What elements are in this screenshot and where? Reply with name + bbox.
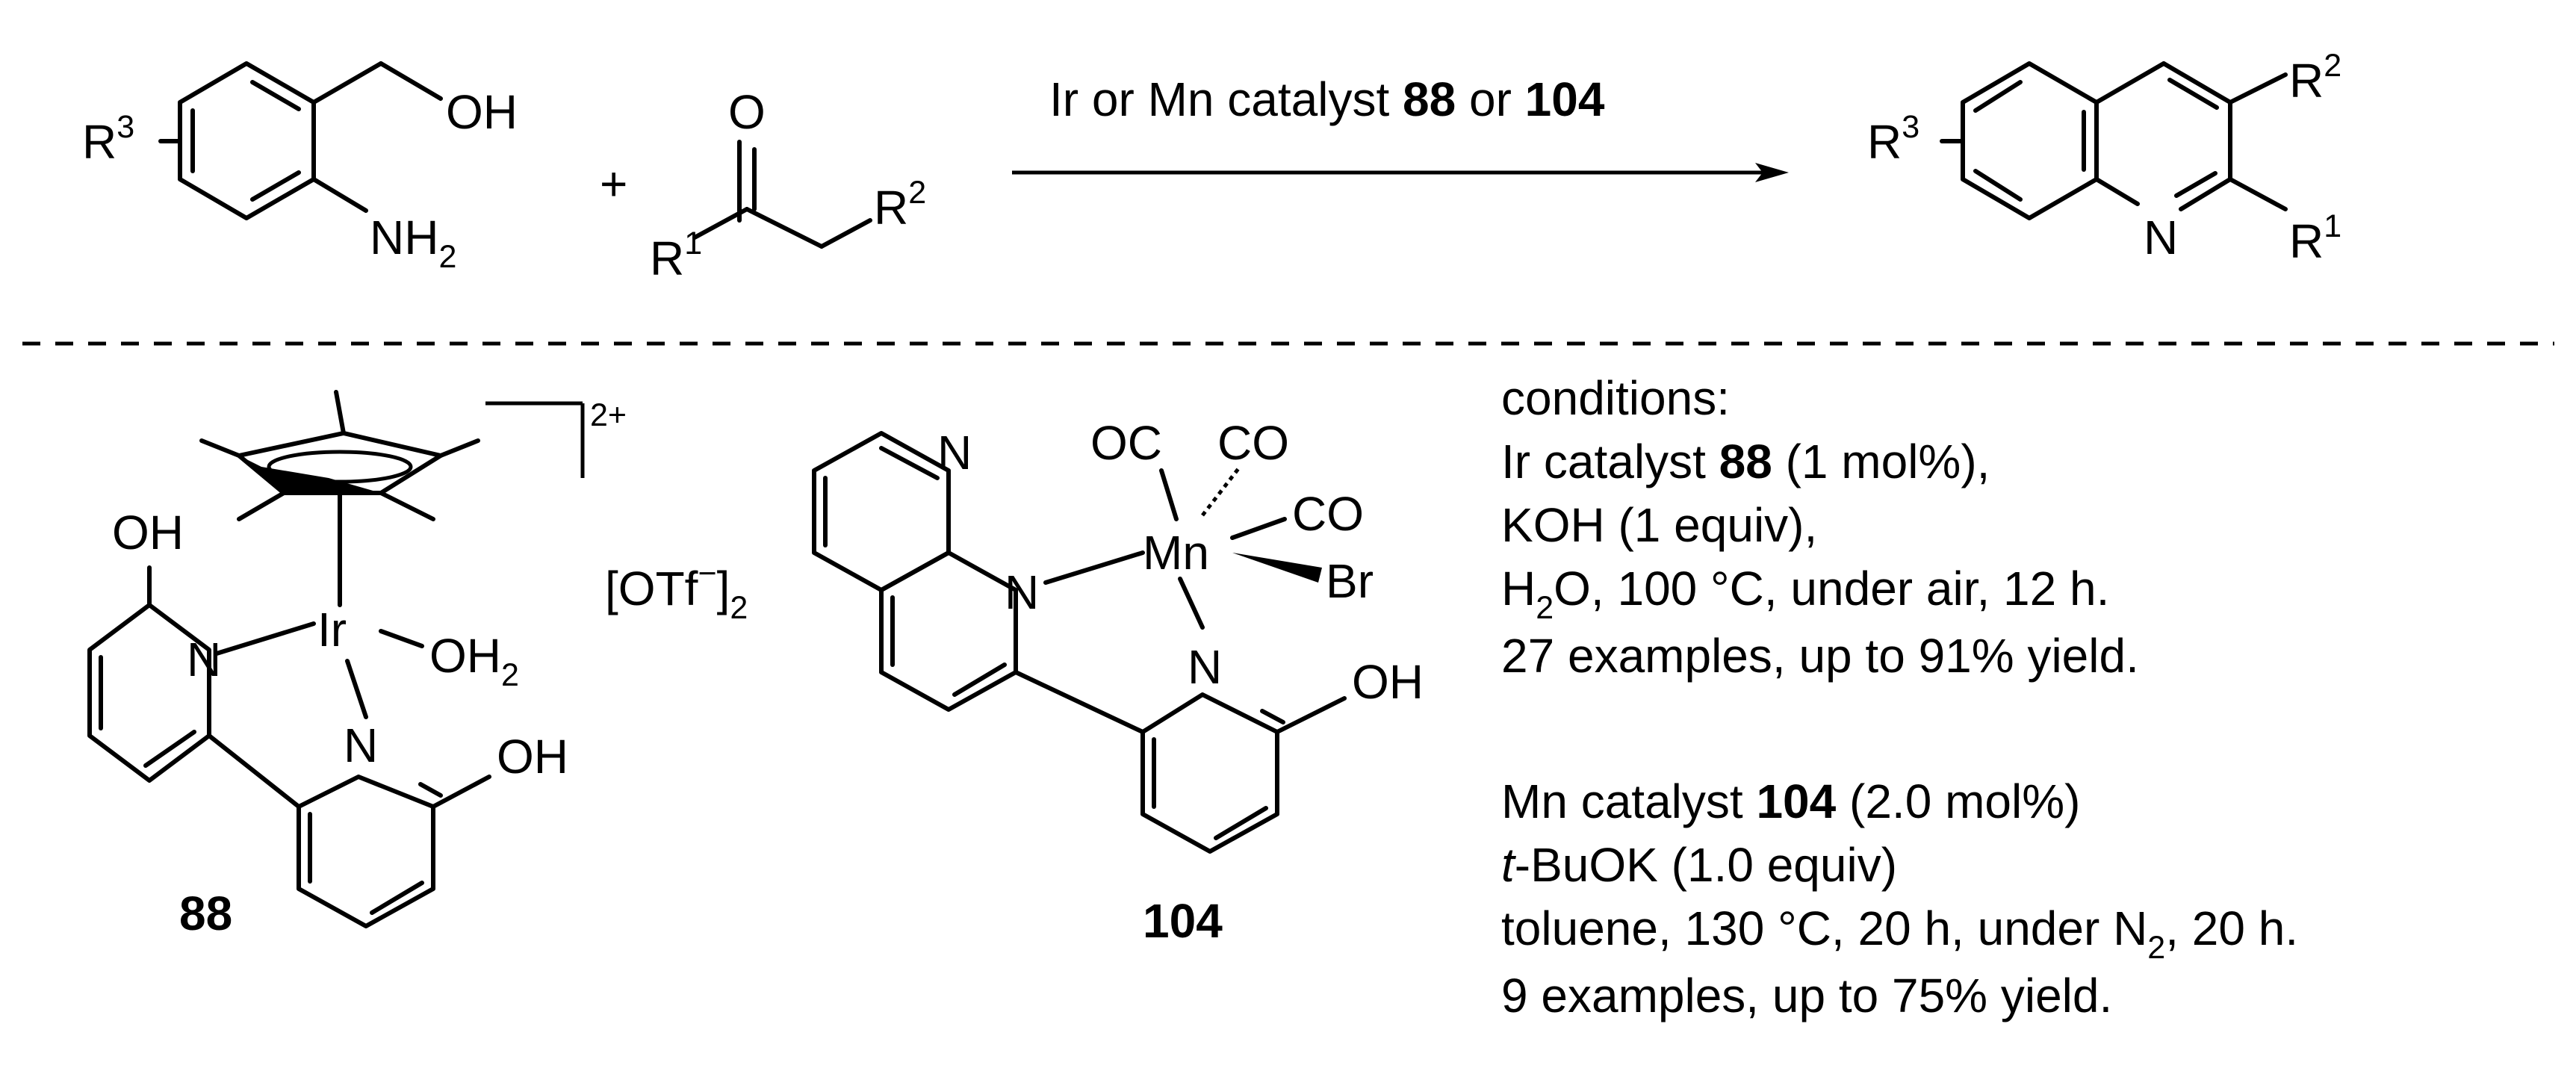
mn-naphthyridine-n1-label: N: [937, 426, 972, 480]
conditions-block: conditions: Ir catalyst 88 (1 mol%), KOH…: [1501, 371, 2298, 1022]
reaction-arrow: [1012, 163, 1789, 182]
mn-oh-label: OH: [1352, 655, 1424, 709]
compound-88-label: 88: [179, 887, 232, 940]
manganese-label: Mn: [1143, 526, 1209, 580]
aqua-ligand-label: OH2: [429, 629, 519, 693]
mn-catalyst-104-structure: N N Mn OC CO CO Br N OH 104: [812, 416, 1424, 948]
complex-charge-label: 2+: [590, 397, 627, 433]
r3-label: R3: [82, 109, 134, 169]
mn-conditions-line-1: Mn catalyst 104 (2.0 mol%): [1501, 775, 2080, 828]
bromide-label: Br: [1326, 554, 1374, 608]
quinoline-structure: N R2 R1 R3: [1867, 48, 2341, 268]
aminobenzyl-alcohol-structure: OH NH2 R3: [82, 61, 518, 275]
mn-conditions-line-4: 9 examples, up to 75% yield.: [1501, 969, 2112, 1022]
mn-co-right-label: CO: [1292, 487, 1364, 541]
amino-label: NH2: [370, 211, 456, 275]
conditions-header: conditions:: [1501, 371, 1730, 425]
product-r2-label: R2: [2289, 48, 2341, 108]
iridium-label: Ir: [317, 603, 347, 657]
r1-label: R1: [650, 226, 702, 285]
product-r1-label: R1: [2289, 208, 2341, 268]
mn-conditions-line-2: t-BuOK (1.0 equiv): [1501, 838, 1897, 892]
ir-ligand-n1-label: N: [187, 633, 221, 686]
ir-conditions-line-2: KOH (1 equiv),: [1501, 498, 1817, 552]
ir-oh-bottom-label: OH: [497, 730, 568, 783]
ir-conditions-line-4: 27 examples, up to 91% yield.: [1501, 629, 2139, 683]
r2-label: R2: [874, 175, 926, 235]
compound-104-label: 104: [1143, 894, 1223, 948]
ir-ligand-n2-label: N: [344, 719, 378, 772]
ir-conditions-line-3: H2O, 100 °C, under air, 12 h.: [1501, 562, 2109, 626]
product-r3-label: R3: [1867, 109, 1919, 169]
ir-catalyst-88-structure: 2+ OH N Ir OH2 N OH 88: [87, 390, 627, 940]
mn-co-top-label: CO: [1217, 416, 1289, 470]
ketone-structure: O R1 R2: [650, 85, 926, 285]
quinoline-n-label: N: [2144, 211, 2178, 264]
mn-pyridine-n-label: N: [1188, 640, 1222, 694]
arrow-label: Ir or Mn catalyst 88 or 104: [1049, 72, 1605, 126]
mn-naphthyridine-n2-label: N: [1005, 565, 1039, 619]
triflate-counterion-label: [OTf−]2: [605, 556, 748, 626]
plus-sign: +: [600, 157, 627, 211]
hydroxyl-label: OH: [446, 85, 518, 139]
mn-co-left-label: OC: [1090, 416, 1162, 470]
ir-conditions-line-1: Ir catalyst 88 (1 mol%),: [1501, 435, 1990, 488]
carbonyl-oxygen-label: O: [728, 85, 766, 139]
ir-oh-top-label: OH: [112, 506, 184, 559]
mn-conditions-line-3: toluene, 130 °C, 20 h, under N2, 20 h.: [1501, 901, 2298, 966]
